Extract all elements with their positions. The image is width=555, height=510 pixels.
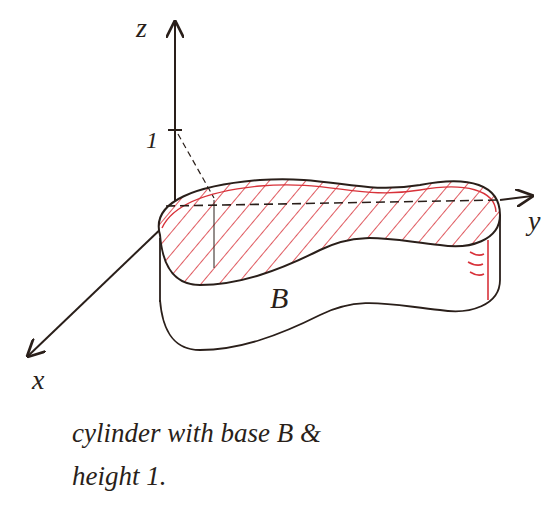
axis-label: y — [528, 207, 540, 235]
cylinder-side — [487, 240, 489, 300]
height-guide — [178, 134, 214, 198]
axis-tick — [168, 129, 182, 131]
height-guide — [214, 200, 215, 268]
y-axis-hidden — [166, 200, 500, 206]
top-face — [159, 179, 500, 285]
axis-label: x — [32, 366, 44, 394]
side-shading — [468, 252, 484, 275]
axis-label: z — [136, 14, 147, 42]
cylinder-side — [159, 238, 161, 302]
top-face-ground — [159, 179, 500, 285]
y-axis — [500, 196, 532, 200]
caption: cylinder with base B & height 1. — [72, 412, 342, 498]
axis-label: 1 — [146, 128, 158, 152]
cylinder-base-edge — [160, 280, 500, 350]
x-axis — [28, 222, 168, 356]
top-face-rim — [162, 185, 496, 228]
z-axis — [174, 22, 176, 212]
region-label: B — [270, 283, 288, 313]
